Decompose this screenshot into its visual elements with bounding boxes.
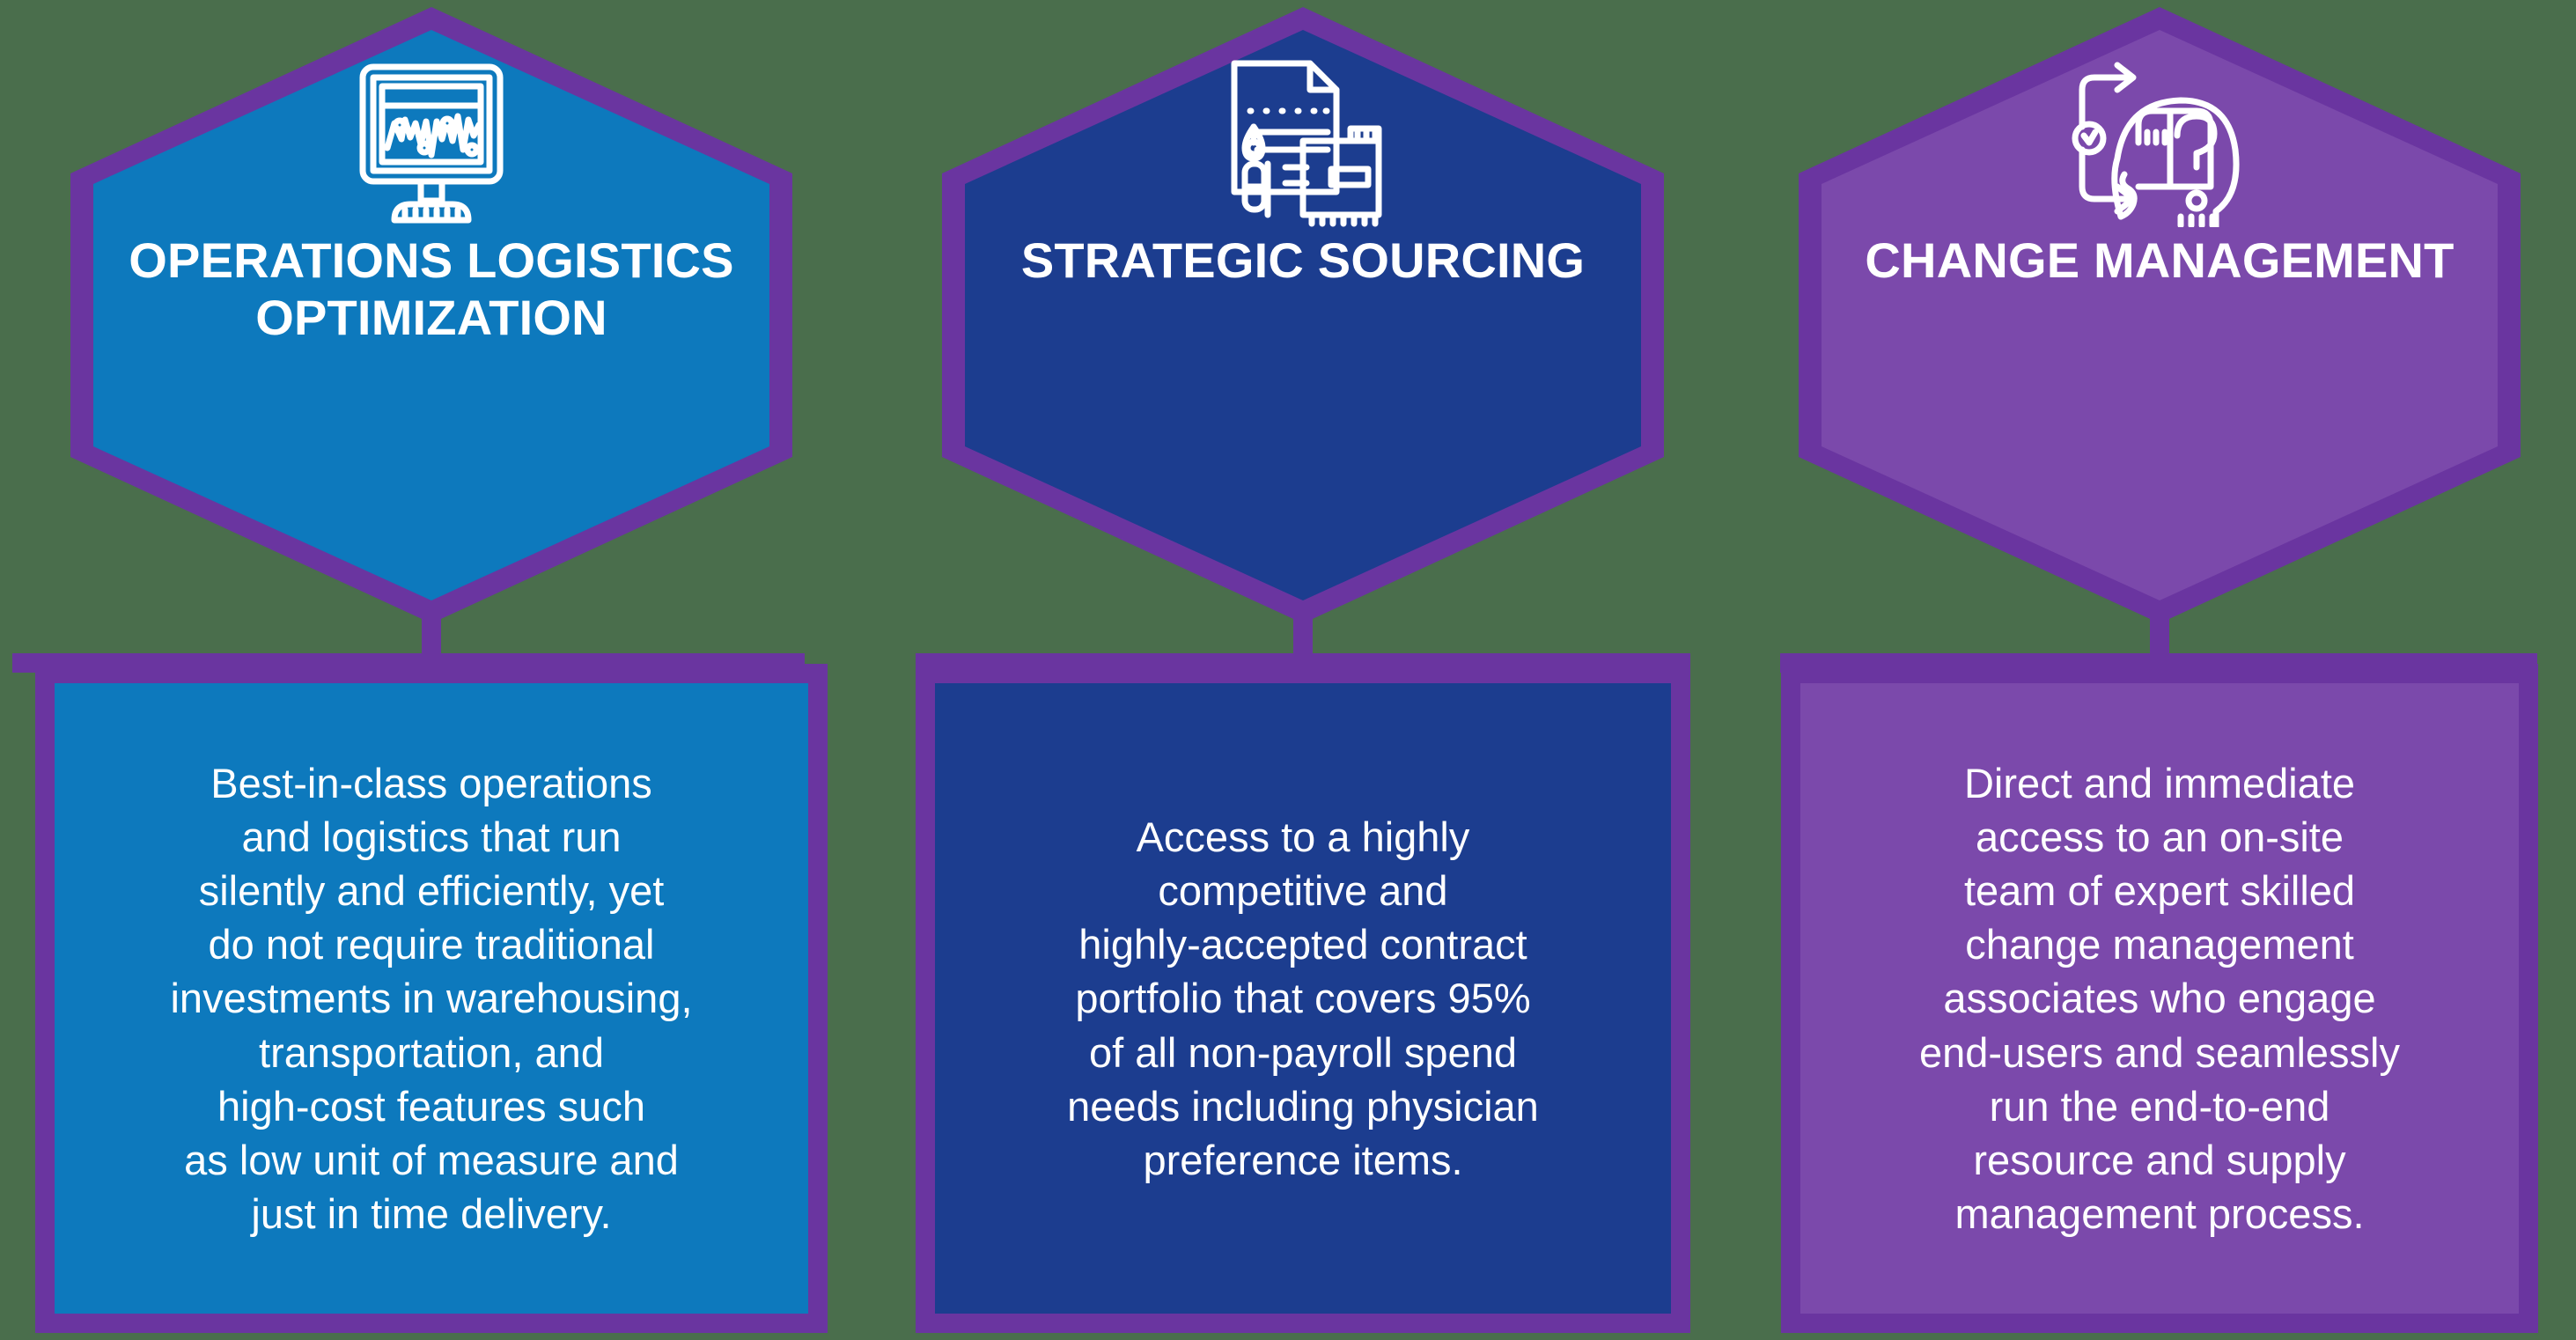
capability-column-change-management: CHANGE MANAGEMENT Direct and immediate a… bbox=[1743, 0, 2576, 1340]
monitor-chart-icon bbox=[343, 51, 519, 227]
hexagon-title: OPERATIONS LOGISTICS OPTIMIZATION bbox=[129, 232, 734, 345]
hexagon-content: OPERATIONS LOGISTICS OPTIMIZATION bbox=[70, 7, 792, 623]
connector-stem bbox=[1293, 607, 1313, 660]
hexagon-badge-operations[interactable]: OPERATIONS LOGISTICS OPTIMIZATION bbox=[70, 7, 792, 623]
capability-column-operations: OPERATIONS LOGISTICS OPTIMIZATION Best-i… bbox=[0, 0, 863, 1340]
hexagon-title: CHANGE MANAGEMENT bbox=[1865, 232, 2455, 288]
contract-pen-icon bbox=[1215, 51, 1391, 227]
hexagon-content: CHANGE MANAGEMENT bbox=[1799, 7, 2521, 623]
connector-stem bbox=[422, 607, 441, 660]
head-question-arrows-icon bbox=[2072, 51, 2248, 227]
description-card-operations[interactable]: Best-in-class operations and logistics t… bbox=[35, 664, 828, 1333]
description-text: Access to a highly competitive and highl… bbox=[1067, 814, 1539, 1183]
description-card-strategic-sourcing[interactable]: Access to a highly competitive and highl… bbox=[916, 664, 1690, 1333]
description-text: Best-in-class operations and logistics t… bbox=[170, 760, 693, 1237]
description-card-change-management[interactable]: Direct and immediate access to an on-sit… bbox=[1781, 664, 2538, 1333]
hexagon-badge-change-management[interactable]: CHANGE MANAGEMENT bbox=[1799, 7, 2521, 623]
capability-column-strategic-sourcing: STRATEGIC SOURCING Access to a highly co… bbox=[880, 0, 1726, 1340]
hexagon-badge-strategic-sourcing[interactable]: STRATEGIC SOURCING bbox=[942, 7, 1664, 623]
hexagon-content: STRATEGIC SOURCING bbox=[942, 7, 1664, 623]
description-text: Direct and immediate access to an on-sit… bbox=[1919, 760, 2400, 1237]
connector-stem bbox=[2150, 607, 2169, 660]
hexagon-title: STRATEGIC SOURCING bbox=[1020, 232, 1586, 288]
